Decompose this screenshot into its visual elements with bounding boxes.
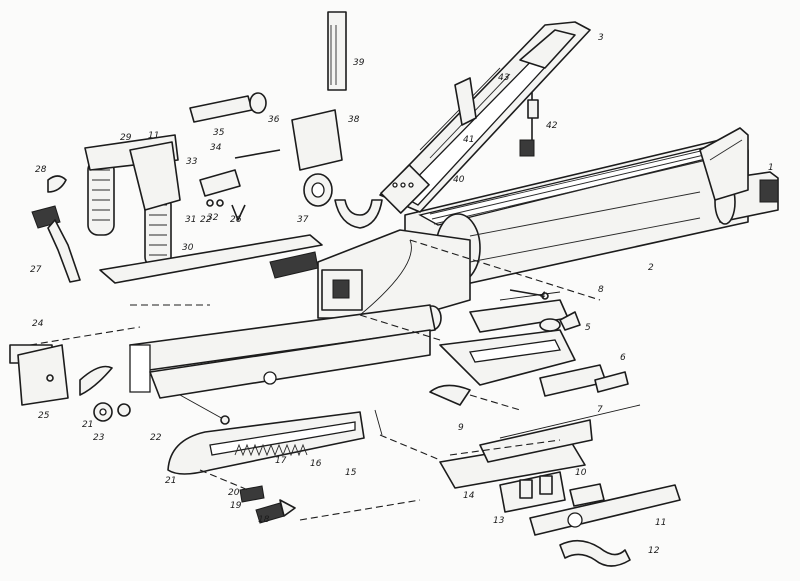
part-number-label: 21 xyxy=(165,476,176,486)
assembly-lines xyxy=(29,239,601,521)
recoil-spring-assembly xyxy=(167,409,383,475)
part-number-label: 34 xyxy=(210,143,222,153)
bottom-assembly xyxy=(439,404,681,567)
receiver-cover xyxy=(379,21,591,214)
part-number-label: 36 xyxy=(268,115,280,125)
part-numbers: 1 2 3 4 5 6 7 8 9 10 11 11 12 13 14 15 1… xyxy=(30,33,774,556)
part-number-label: 11 xyxy=(655,518,666,528)
receiver-body xyxy=(317,229,471,331)
part-number-label: 26 xyxy=(230,215,242,225)
part-number-label: 41 xyxy=(463,135,474,145)
lock-parts-left xyxy=(9,344,131,422)
part-number-label: 1 xyxy=(768,163,774,173)
bolt-pin-4 xyxy=(509,289,549,300)
sight-bracket-38 xyxy=(291,109,343,207)
part-number-label: 35 xyxy=(213,128,225,138)
part-number-label: 29 xyxy=(120,133,132,143)
part-number-label: 17 xyxy=(275,456,287,466)
part-number-label: 11 xyxy=(148,131,159,141)
feed-block-37 xyxy=(334,199,383,229)
part-number-label: 2 xyxy=(648,263,654,273)
part-number-label: 20 xyxy=(228,488,240,498)
front-sight-block xyxy=(699,127,749,201)
part-number-label: 4 xyxy=(540,291,546,301)
part-number-label: 37 xyxy=(297,215,309,225)
striker-parts-18-20 xyxy=(239,485,296,524)
part-number-label: 9 xyxy=(458,423,464,433)
part-number-label: 12 xyxy=(648,546,660,556)
part-number-label: 28 xyxy=(35,165,47,175)
part-number-label: 8 xyxy=(598,285,604,295)
part-number-label: 13 xyxy=(493,516,505,526)
lock-frame-22 xyxy=(129,304,436,425)
part-number-label: 30 xyxy=(182,243,194,253)
part-number-label: 6 xyxy=(620,353,626,363)
part-number-label: 14 xyxy=(463,491,475,501)
part-number-label: 22 xyxy=(150,433,162,443)
part-number-label: 5 xyxy=(585,323,591,333)
part-number-label: 42 xyxy=(546,121,558,131)
small-parts-33-34 xyxy=(199,149,281,221)
part-number-label: 40 xyxy=(453,175,465,185)
feed-slide-7 xyxy=(439,291,576,386)
part-number-label: 33 xyxy=(186,157,198,167)
rear-sight-39 xyxy=(327,11,347,91)
part-number-label: 38 xyxy=(348,115,360,125)
part-number-label: 21 xyxy=(82,420,93,430)
part-number-label: 16 xyxy=(310,459,322,469)
part-number-label: 18 xyxy=(258,515,270,525)
part-number-label: 32 xyxy=(207,213,219,223)
firing-pin-35 xyxy=(189,92,267,123)
part-number-label: 23 xyxy=(93,433,105,443)
part-number-label: 10 xyxy=(575,468,587,478)
part-number-label: 3 xyxy=(598,33,604,43)
part-number-label: 27 xyxy=(30,265,42,275)
cover-catch-42 xyxy=(519,92,539,157)
part-number-label: 39 xyxy=(353,58,365,68)
spring-28 xyxy=(47,175,67,193)
part-number-label: 24 xyxy=(32,319,44,329)
part-number-label: 22 xyxy=(200,215,212,225)
part-number-label: 15 xyxy=(345,468,357,478)
part-number-label: 7 xyxy=(597,405,603,415)
part-number-label: 19 xyxy=(230,501,242,511)
feed-parts-5-6-9 xyxy=(429,311,629,406)
part-number-label: 25 xyxy=(38,411,50,421)
bottom-plate-32 xyxy=(99,234,323,284)
grip-assembly-29 xyxy=(84,134,181,268)
part-number-label: 31 xyxy=(185,215,196,225)
trigger-lever-27 xyxy=(31,205,81,283)
part-number-label: 43 xyxy=(498,73,510,83)
